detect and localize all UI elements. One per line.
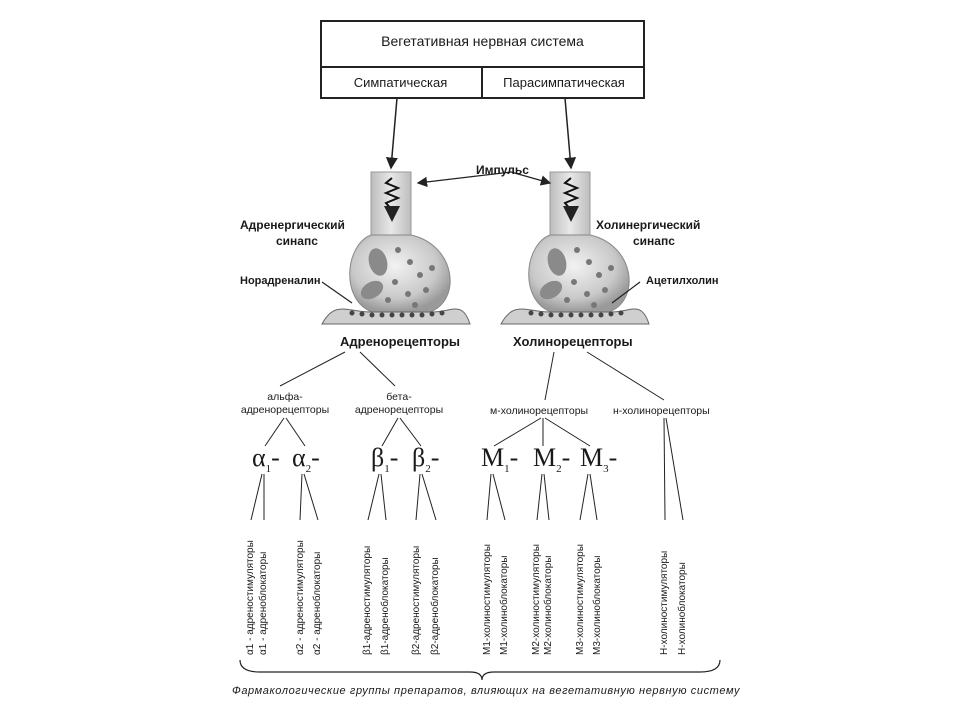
subtype-m-3: M3-	[580, 443, 618, 476]
adrenergic-label-2: синапс	[276, 234, 318, 248]
drug-m1-stimulators: M1-холиностимуляторы	[482, 544, 493, 655]
subtype-beta-2: β2-	[412, 443, 440, 476]
alpha-receptors-line-1: альфа-	[267, 391, 303, 403]
drug-a1-stimulators: α1 - адреностимуляторы	[245, 540, 256, 655]
subtype-alpha-1: α1-	[252, 443, 280, 476]
subtype-m-1: M1-	[481, 443, 519, 476]
drug-b2-blockers: β2-адреноблокаторы	[430, 557, 441, 655]
drug-a2-stimulators: α2 - адреностимуляторы	[295, 540, 306, 655]
noradrenaline-label: Норадреналин	[240, 275, 321, 287]
adrenoreceptors-label: Адренорецепторы	[340, 334, 461, 349]
beta-receptors-line-2: адренорецепторы	[354, 404, 444, 416]
drug-b2-stimulators: β2-адреностимуляторы	[411, 545, 422, 655]
cholinergic-label-1: Холинергический	[596, 218, 701, 232]
header-mid-divider	[481, 66, 483, 99]
beta-receptors-label: бета- адренорецепторы	[349, 391, 449, 417]
alpha-receptors-label: альфа- адренорецепторы	[235, 391, 335, 417]
header-sympathetic: Симпатическая	[353, 75, 448, 90]
adrenergic-synapse-drawing	[321, 171, 471, 325]
n-cholinoreceptors-label: н-холинорецепторы	[613, 405, 710, 417]
drug-a1-blockers: α1 - адреноблокаторы	[258, 551, 269, 655]
drug-n-blockers: Н-холиноблокаторы	[677, 562, 688, 655]
drug-b1-blockers: β1-адреноблокаторы	[380, 557, 391, 655]
drug-m3-blockers: M3-холиноблокаторы	[592, 555, 603, 655]
subtype-beta-1: β1-	[371, 443, 399, 476]
drug-b1-stimulators: β1-адреностимуляторы	[362, 545, 373, 655]
header-title: Вегетативная нервная система	[381, 33, 584, 49]
cholinoreceptors-label: Холинорецепторы	[513, 334, 633, 349]
subtype-alpha-2: α2-	[292, 443, 320, 476]
drug-m2-stimulators: M2-холиностимуляторы	[531, 544, 542, 655]
drug-m1-blockers: M1-холиноблокаторы	[499, 555, 510, 655]
footer-caption: Фармакологические группы препаратов, вли…	[232, 685, 741, 697]
drug-m2-blockers: M2-холиноблокаторы	[543, 555, 554, 655]
drug-a2-blockers: α2 - адреноблокаторы	[312, 551, 323, 655]
alpha-receptors-line-2: адренорецепторы	[240, 404, 330, 416]
subtype-m-2: M2-	[533, 443, 571, 476]
header-parasympathetic: Парасимпатическая	[503, 75, 625, 90]
beta-receptors-line-1: бета-	[386, 391, 412, 403]
impulse-label: Импульс	[476, 163, 529, 177]
m-cholinoreceptors-label: м-холинорецепторы	[490, 405, 589, 417]
drug-m3-stimulators: M3-холиностимуляторы	[575, 544, 586, 655]
drug-n-stimulators: Н-холиностимуляторы	[659, 550, 670, 655]
cholinergic-synapse-drawing	[500, 171, 650, 325]
acetylcholine-label: Ацетилхолин	[646, 275, 719, 287]
cholinergic-label-2: синапс	[633, 234, 675, 248]
adrenergic-label-1: Адренергический	[240, 218, 345, 232]
